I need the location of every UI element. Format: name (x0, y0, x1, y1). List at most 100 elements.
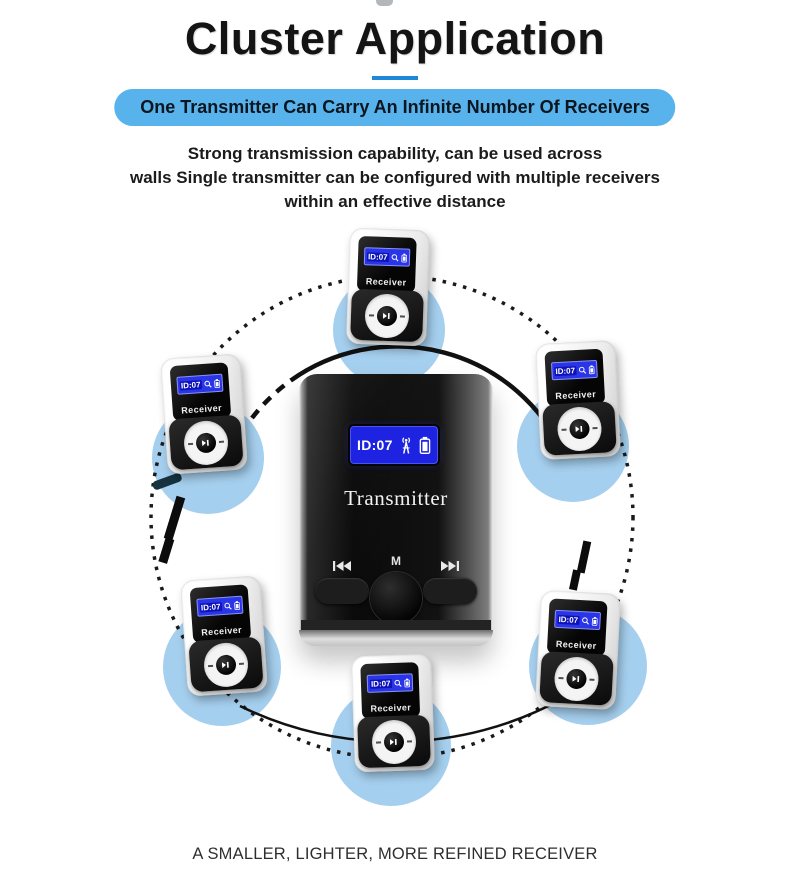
transmitter-lower-band (301, 620, 491, 630)
battery-icon (419, 436, 431, 454)
magnifier-icon (203, 380, 212, 388)
receiver-id-text: ID:07 (557, 614, 580, 625)
play-pause-icon (389, 738, 397, 745)
wheel-left-mark (368, 313, 375, 317)
wheel-left-mark (561, 428, 567, 431)
battery-icon (213, 378, 220, 388)
clip-left-upper-bar (163, 495, 186, 541)
receiver-lcd: ID:07 (366, 673, 414, 693)
description-line-2: walls Single transmitter can be configur… (130, 168, 660, 187)
receiver-wheel-panel (357, 714, 431, 769)
receiver-wheel-panel (188, 636, 264, 693)
battery-icon (400, 253, 407, 262)
receiver-body: ID:07 Receiver (160, 353, 248, 475)
receiver-click-wheel (182, 418, 230, 466)
receiver-device-bottom: ID:07 Receiver (351, 653, 435, 773)
play-pause-icon (221, 661, 229, 668)
receiver-device-lower-right: ID:07 Receiver (535, 589, 621, 711)
receiver-click-wheel (202, 640, 250, 688)
receiver-lcd: ID:07 (196, 595, 244, 617)
previous-track-icon (333, 561, 351, 571)
page-top-remnant (376, 0, 393, 6)
receiver-label: Receiver (200, 624, 243, 638)
wheel-right-mark (218, 440, 225, 443)
receiver-label: Receiver (365, 276, 407, 288)
play-pause-icon (575, 425, 583, 432)
wheel-left-mark (375, 740, 382, 744)
receiver-center-button (215, 653, 237, 676)
receiver-device-lower-left: ID:07 Receiver (180, 575, 268, 697)
transmitter-lcd: ID:07 (350, 426, 438, 464)
description-line-3: within an effective distance (284, 192, 506, 211)
receiver-center-button (376, 305, 398, 326)
battery-icon (233, 600, 240, 610)
receiver-body: ID:07 Receiver (535, 589, 621, 711)
receiver-lcd: ID:07 (363, 247, 411, 267)
receiver-center-button (383, 731, 405, 752)
receiver-back-clips (152, 473, 592, 591)
receiver-center-button (568, 417, 591, 439)
receiver-lcd: ID:07 (550, 359, 598, 381)
receiver-id-text: ID:07 (179, 379, 202, 391)
play-pause-icon (201, 439, 209, 446)
wheel-right-mark (592, 426, 598, 429)
battery-icon (588, 364, 595, 374)
receiver-screen-panel: ID:07 Receiver (546, 598, 608, 657)
receiver-wheel-panel (539, 651, 614, 706)
receiver-center-button (565, 667, 588, 689)
clip-left-lower-bar (158, 537, 175, 564)
battery-icon (591, 616, 598, 626)
receiver-screen-panel: ID:07 Receiver (544, 348, 606, 407)
solid-arc-top (250, 344, 566, 453)
footer-caption: A SMALLER, LIGHTER, MORE REFINED RECEIVE… (192, 845, 598, 863)
antenna-icon (402, 436, 410, 454)
receiver-device-upper-right: ID:07 Receiver (535, 339, 621, 461)
banner-pill: One Transmitter Can Carry An Infinite Nu… (114, 89, 676, 126)
receiver-click-wheel (364, 292, 410, 339)
transmitter-label: Transmitter (344, 486, 448, 510)
receiver-body: ID:07 Receiver (346, 227, 430, 347)
receiver-wheel-panel (350, 288, 424, 343)
receiver-screen-panel: ID:07 Receiver (169, 362, 232, 422)
page-title: Cluster Application (184, 13, 606, 64)
transmitter-center-button (370, 572, 422, 624)
receiver-wheel-panel (168, 414, 244, 471)
receiver-center-button (195, 431, 217, 454)
magnifier-icon (223, 602, 232, 610)
receiver-label: Receiver (370, 702, 412, 714)
description-line-1: Strong transmission capability, can be u… (187, 144, 603, 163)
next-track-icon (441, 561, 459, 571)
transmitter-id-text: ID:07 (357, 437, 393, 453)
wheel-right-mark (399, 314, 406, 318)
wheel-left-mark (187, 442, 194, 445)
clip-right-upper-bar (576, 540, 592, 574)
receiver-body: ID:07 Receiver (535, 339, 621, 461)
description-text: Strong transmission capability, can be u… (0, 142, 790, 214)
receiver-wheel-panel (542, 401, 617, 456)
wheel-left-mark (207, 664, 214, 667)
clip-right-lower-bar (569, 569, 581, 591)
receiver-screen-panel: ID:07 Receiver (189, 584, 252, 644)
receiver-id-text: ID:07 (554, 365, 577, 376)
receiver-body: ID:07 Receiver (351, 653, 435, 773)
wheel-right-mark (406, 739, 413, 743)
receiver-click-wheel (556, 405, 603, 452)
clip-cord (152, 473, 182, 490)
title-underline (372, 76, 418, 80)
battery-icon (403, 678, 410, 687)
receiver-screen-panel: ID:07 Receiver (360, 662, 421, 720)
wheel-right-mark (238, 662, 245, 665)
receiver-screen-panel: ID:07 Receiver (356, 235, 417, 293)
wheel-left-mark (558, 676, 564, 679)
previous-button (315, 578, 369, 604)
receiver-id-text: ID:07 (199, 601, 222, 613)
play-pause-icon (572, 675, 580, 682)
receiver-label: Receiver (180, 402, 223, 416)
magnifier-icon (391, 253, 399, 261)
receiver-device-upper-left: ID:07 Receiver (160, 353, 248, 475)
magnifier-icon (581, 616, 589, 625)
receiver-body: ID:07 Receiver (180, 575, 268, 697)
receiver-label: Receiver (555, 638, 597, 651)
